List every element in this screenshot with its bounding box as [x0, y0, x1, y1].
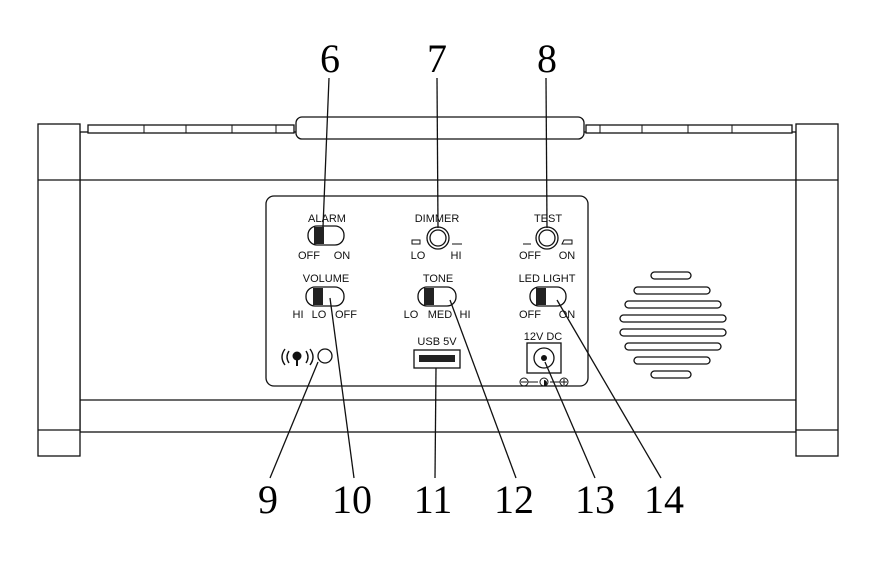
- volume-hi-label: HI: [293, 309, 304, 321]
- alarm-label: ALARM: [308, 213, 346, 225]
- test-knob[interactable]: TEST OFF ON: [519, 213, 575, 262]
- polarity-icon: [519, 377, 569, 387]
- sensor-jack[interactable]: [281, 348, 333, 366]
- tone-med-label: MED: [428, 309, 453, 321]
- tone-hi-label: HI: [460, 309, 471, 321]
- callout-9: 9: [258, 477, 278, 522]
- callout-12: 12: [494, 477, 534, 522]
- tone-label: TONE: [423, 273, 453, 285]
- callout-7: 7: [427, 36, 447, 81]
- usb-port[interactable]: USB 5V: [413, 336, 461, 369]
- alarm-on-label: ON: [334, 250, 351, 262]
- alarm-off-label: OFF: [298, 250, 320, 262]
- top-rail: [87, 124, 793, 134]
- speaker-grille: [619, 271, 727, 379]
- callout-14: 14: [644, 477, 684, 522]
- led-light-label: LED LIGHT: [519, 273, 576, 285]
- callout-8: 8: [537, 36, 557, 81]
- callout-11: 11: [414, 477, 453, 522]
- alarm-switch[interactable]: ALARM OFF ON: [298, 213, 350, 262]
- callout-13: 13: [575, 477, 615, 522]
- dc-label: 12V DC: [524, 331, 563, 343]
- dimmer-label: DIMMER: [415, 213, 460, 225]
- volume-lo-label: LO: [312, 309, 327, 321]
- callout-6: 6: [320, 36, 340, 81]
- volume-label: VOLUME: [303, 273, 349, 285]
- dimmer-knob[interactable]: DIMMER LO HI: [411, 213, 462, 262]
- tone-lo-label: LO: [404, 309, 419, 321]
- callouts: 6 7 8 9 10 11 12 13 14: [258, 36, 684, 522]
- dimmer-hi-label: HI: [451, 250, 462, 262]
- top-handle: [295, 116, 585, 140]
- test-on-label: ON: [559, 250, 576, 262]
- test-off-label: OFF: [519, 250, 541, 262]
- callout-10: 10: [332, 477, 372, 522]
- volume-off-label: OFF: [335, 309, 357, 321]
- right-end-cap: [795, 123, 839, 457]
- test-label: TEST: [534, 213, 562, 225]
- usb-label: USB 5V: [417, 336, 457, 348]
- leader-lines: [269, 77, 662, 479]
- left-end-cap: [37, 123, 81, 457]
- tone-switch[interactable]: TONE LO MED HI: [404, 273, 471, 321]
- led-off-label: OFF: [519, 309, 541, 321]
- volume-switch[interactable]: VOLUME HI LO OFF: [293, 273, 358, 321]
- dc-input-jack[interactable]: 12V DC: [519, 331, 569, 387]
- dimmer-lo-label: LO: [411, 250, 426, 262]
- led-on-label: ON: [559, 309, 576, 321]
